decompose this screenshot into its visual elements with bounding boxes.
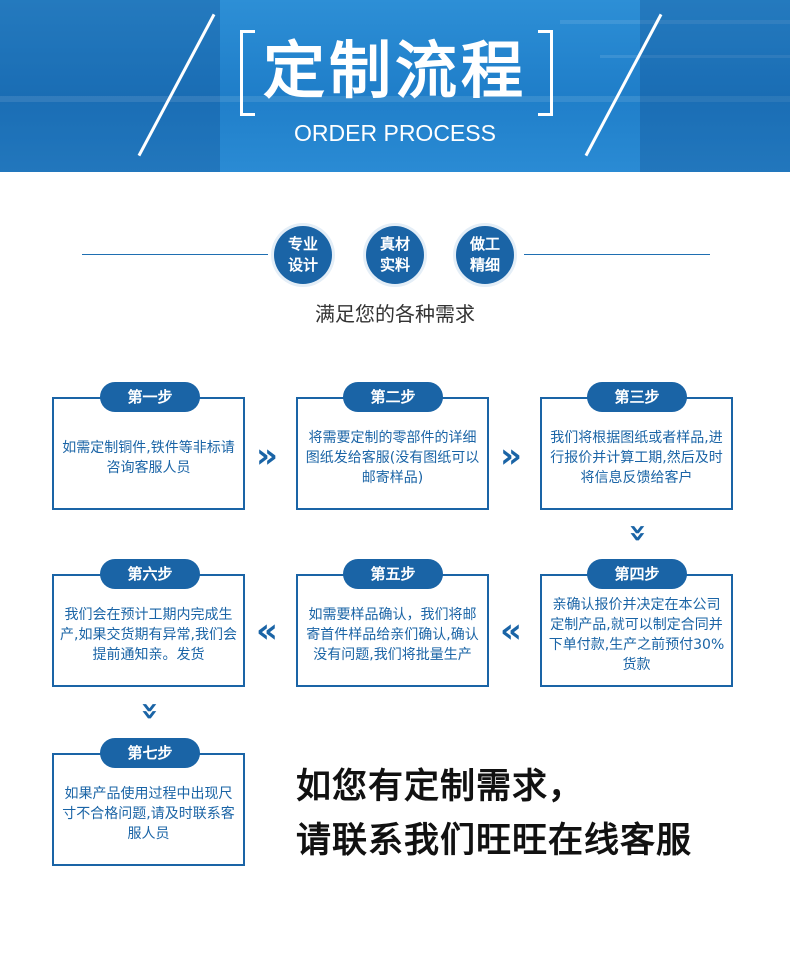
badge-line: 实料 <box>379 256 410 274</box>
step-7-box: 如果产品使用过程中出现尺寸不合格问题,请及时联系客服人员 <box>52 753 245 866</box>
cta-line-1: 如您有定制需求， <box>296 767 585 807</box>
divider-left <box>82 254 268 255</box>
badge-line: 专业 <box>287 235 318 253</box>
divider-right <box>524 254 710 255</box>
step-2-label: 第二步 <box>343 382 443 412</box>
step-5-box: 如需要样品确认，我们将邮寄首件样品给亲们确认,确认没有问题,我们将批量生产 <box>296 574 489 687</box>
step-1-box: 如需定制铜件,铁件等非标请咨询客服人员 <box>52 397 245 510</box>
step-5-label: 第五步 <box>343 559 443 589</box>
step-6-label: 第六步 <box>100 559 200 589</box>
step-4-text: 亲确认报价并决定在本公司定制产品,就可以制定合同并下单付款,生产之前预付30%货… <box>548 596 725 673</box>
badge-design: 专业 设计 <box>274 226 332 284</box>
arrow-left-icon: « <box>256 611 278 651</box>
arrow-right-icon: » <box>256 436 278 476</box>
banner-bg-stripe <box>600 55 790 58</box>
badge-workmanship: 做工 精细 <box>456 226 514 284</box>
step-7-label: 第七步 <box>100 738 200 768</box>
step-4-box: 亲确认报价并决定在本公司定制产品,就可以制定合同并下单付款,生产之前预付30%货… <box>540 574 733 687</box>
title-bracket-left <box>240 30 255 116</box>
step-1-text: 如需定制铜件,铁件等非标请咨询客服人员 <box>62 439 235 476</box>
step-7-text: 如果产品使用过程中出现尺寸不合格问题,请及时联系客服人员 <box>62 785 235 842</box>
step-6-text: 我们会在预计工期内完成生产,如果交货期有异常,我们会提前通知亲。发货 <box>60 606 237 663</box>
badge-material: 真材 实料 <box>366 226 424 284</box>
step-2-text: 将需要定制的零部件的详细图纸发给客服(没有图纸可以邮寄样品) <box>305 429 480 486</box>
banner-bg-stripe <box>0 96 790 102</box>
banner-bg-shade <box>0 0 220 172</box>
step-3-label: 第三步 <box>587 382 687 412</box>
step-3-box: 我们将根据图纸或者样品,进行报价并计算工期,然后及时将信息反馈给客户 <box>540 397 733 510</box>
banner-bg-stripe <box>560 20 790 24</box>
step-1-label: 第一步 <box>100 382 200 412</box>
header-banner: 定制流程 ORDER PROCESS <box>0 0 790 172</box>
step-5-text: 如需要样品确认，我们将邮寄首件样品给亲们确认,确认没有问题,我们将批量生产 <box>306 606 479 663</box>
badge-line: 做工 <box>469 235 500 253</box>
cta-line-2: 请联系我们旺旺在线客服 <box>296 821 693 861</box>
arrow-right-icon: » <box>500 436 522 476</box>
arrow-left-icon: « <box>500 611 522 651</box>
page-title: 定制流程 <box>262 34 527 107</box>
arrow-down-icon: » <box>132 701 168 721</box>
title-bracket-right <box>538 30 553 116</box>
step-3-text: 我们将根据图纸或者样品,进行报价并计算工期,然后及时将信息反馈给客户 <box>550 429 723 486</box>
arrow-down-icon: » <box>620 523 656 543</box>
step-2-box: 将需要定制的零部件的详细图纸发给客服(没有图纸可以邮寄样品) <box>296 397 489 510</box>
badge-line: 精细 <box>469 256 500 274</box>
step-6-box: 我们会在预计工期内完成生产,如果交货期有异常,我们会提前通知亲。发货 <box>52 574 245 687</box>
badge-line: 真材 <box>379 235 410 253</box>
step-4-label: 第四步 <box>587 559 687 589</box>
badge-line: 设计 <box>287 256 318 274</box>
banner-bg-shade <box>640 0 790 172</box>
tagline: 满足您的各种需求 <box>315 302 475 326</box>
page-subtitle: ORDER PROCESS <box>294 120 496 146</box>
